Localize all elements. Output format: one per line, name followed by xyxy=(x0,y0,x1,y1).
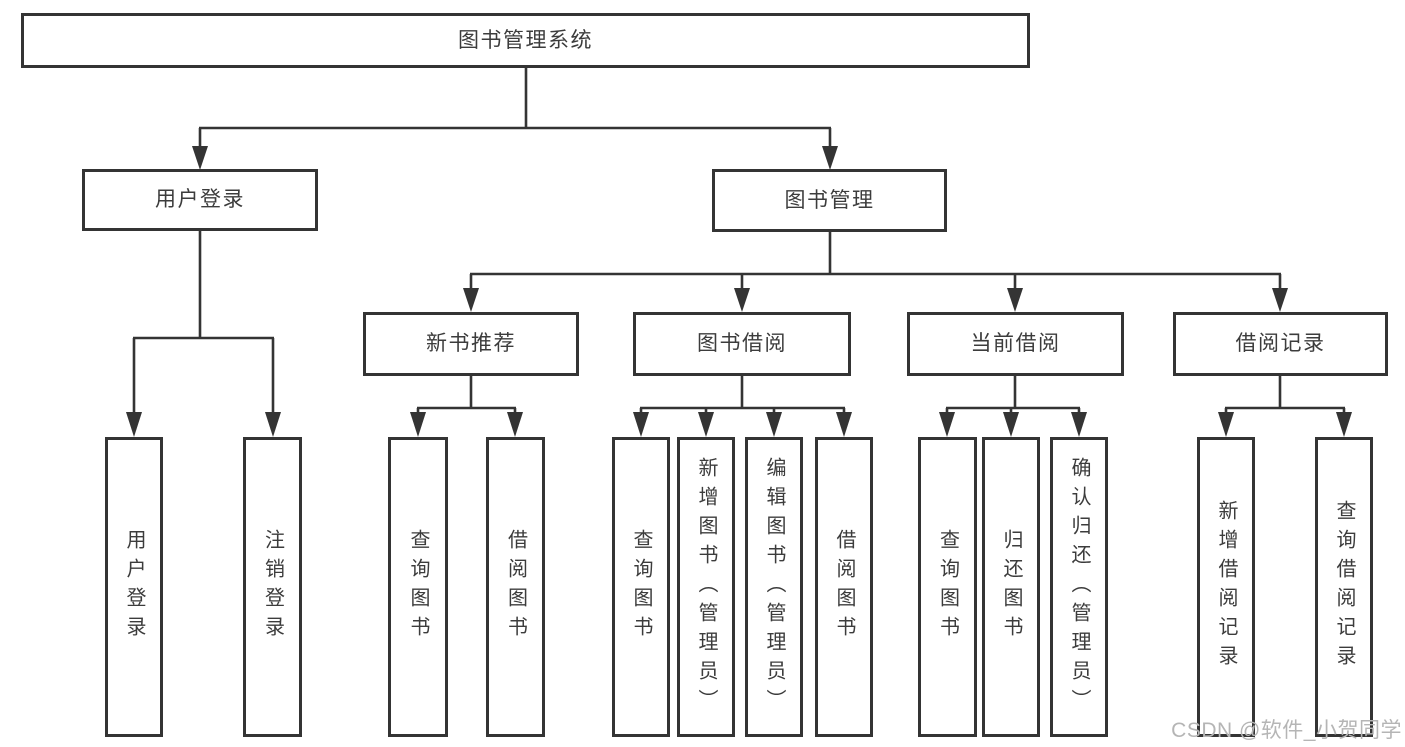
arrowhead xyxy=(1272,288,1288,312)
connector-records-to-children xyxy=(1218,376,1352,437)
leaf-user-login: 用户登录 xyxy=(105,437,163,737)
node-user-login: 用户登录 xyxy=(82,169,318,231)
arrowhead xyxy=(1007,288,1023,312)
connector-recommend-to-children xyxy=(410,376,523,437)
node-new-book-recommend: 新书推荐 xyxy=(363,312,579,376)
arrowhead xyxy=(265,412,281,437)
leaf-borrowing-edit-books: 编辑图书（管理员） xyxy=(745,437,803,737)
arrowhead xyxy=(1071,412,1087,437)
arrowhead xyxy=(822,146,838,170)
connector-borrow-to-children xyxy=(633,376,852,437)
leaf-borrowing-query-books: 查询图书 xyxy=(612,437,670,737)
connector-current-to-children xyxy=(939,376,1087,437)
node-borrowing-records: 借阅记录 xyxy=(1173,312,1388,376)
leaf-borrowing-add-books: 新增图书（管理员） xyxy=(677,437,735,737)
connector-mgmt-to-children xyxy=(463,232,1288,312)
leaf-current-query-books: 查询图书 xyxy=(918,437,977,737)
arrowhead xyxy=(1218,412,1234,437)
arrowhead xyxy=(734,288,750,312)
leaf-records-query-record: 查询借阅记录 xyxy=(1315,437,1373,737)
node-current-borrowing: 当前借阅 xyxy=(907,312,1124,376)
watermark: CSDN @软件_小贺同学 xyxy=(1171,719,1402,742)
connector-login-to-children xyxy=(126,231,281,437)
arrowhead xyxy=(1336,412,1352,437)
leaf-recommend-query-books: 查询图书 xyxy=(388,437,448,737)
leaf-recommend-borrow-books: 借阅图书 xyxy=(486,437,545,737)
leaf-current-return-books: 归还图书 xyxy=(982,437,1040,737)
leaf-records-add-record: 新增借阅记录 xyxy=(1197,437,1255,737)
connector-root-to-children xyxy=(192,68,838,170)
arrowhead xyxy=(939,412,955,437)
node-book-management: 图书管理 xyxy=(712,169,947,232)
arrowhead xyxy=(126,412,142,437)
leaf-logout: 注销登录 xyxy=(243,437,302,737)
arrowhead xyxy=(698,412,714,437)
leaf-borrowing-borrow-books: 借阅图书 xyxy=(815,437,873,737)
arrowhead xyxy=(507,412,523,437)
arrowhead xyxy=(766,412,782,437)
node-root: 图书管理系统 xyxy=(21,13,1030,68)
arrowhead xyxy=(633,412,649,437)
arrowhead xyxy=(1003,412,1019,437)
node-book-borrowing: 图书借阅 xyxy=(633,312,851,376)
arrowhead xyxy=(410,412,426,437)
arrowhead xyxy=(836,412,852,437)
leaf-current-confirm-return: 确认归还（管理员） xyxy=(1050,437,1108,737)
arrowhead xyxy=(192,146,208,170)
arrowhead xyxy=(463,288,479,312)
